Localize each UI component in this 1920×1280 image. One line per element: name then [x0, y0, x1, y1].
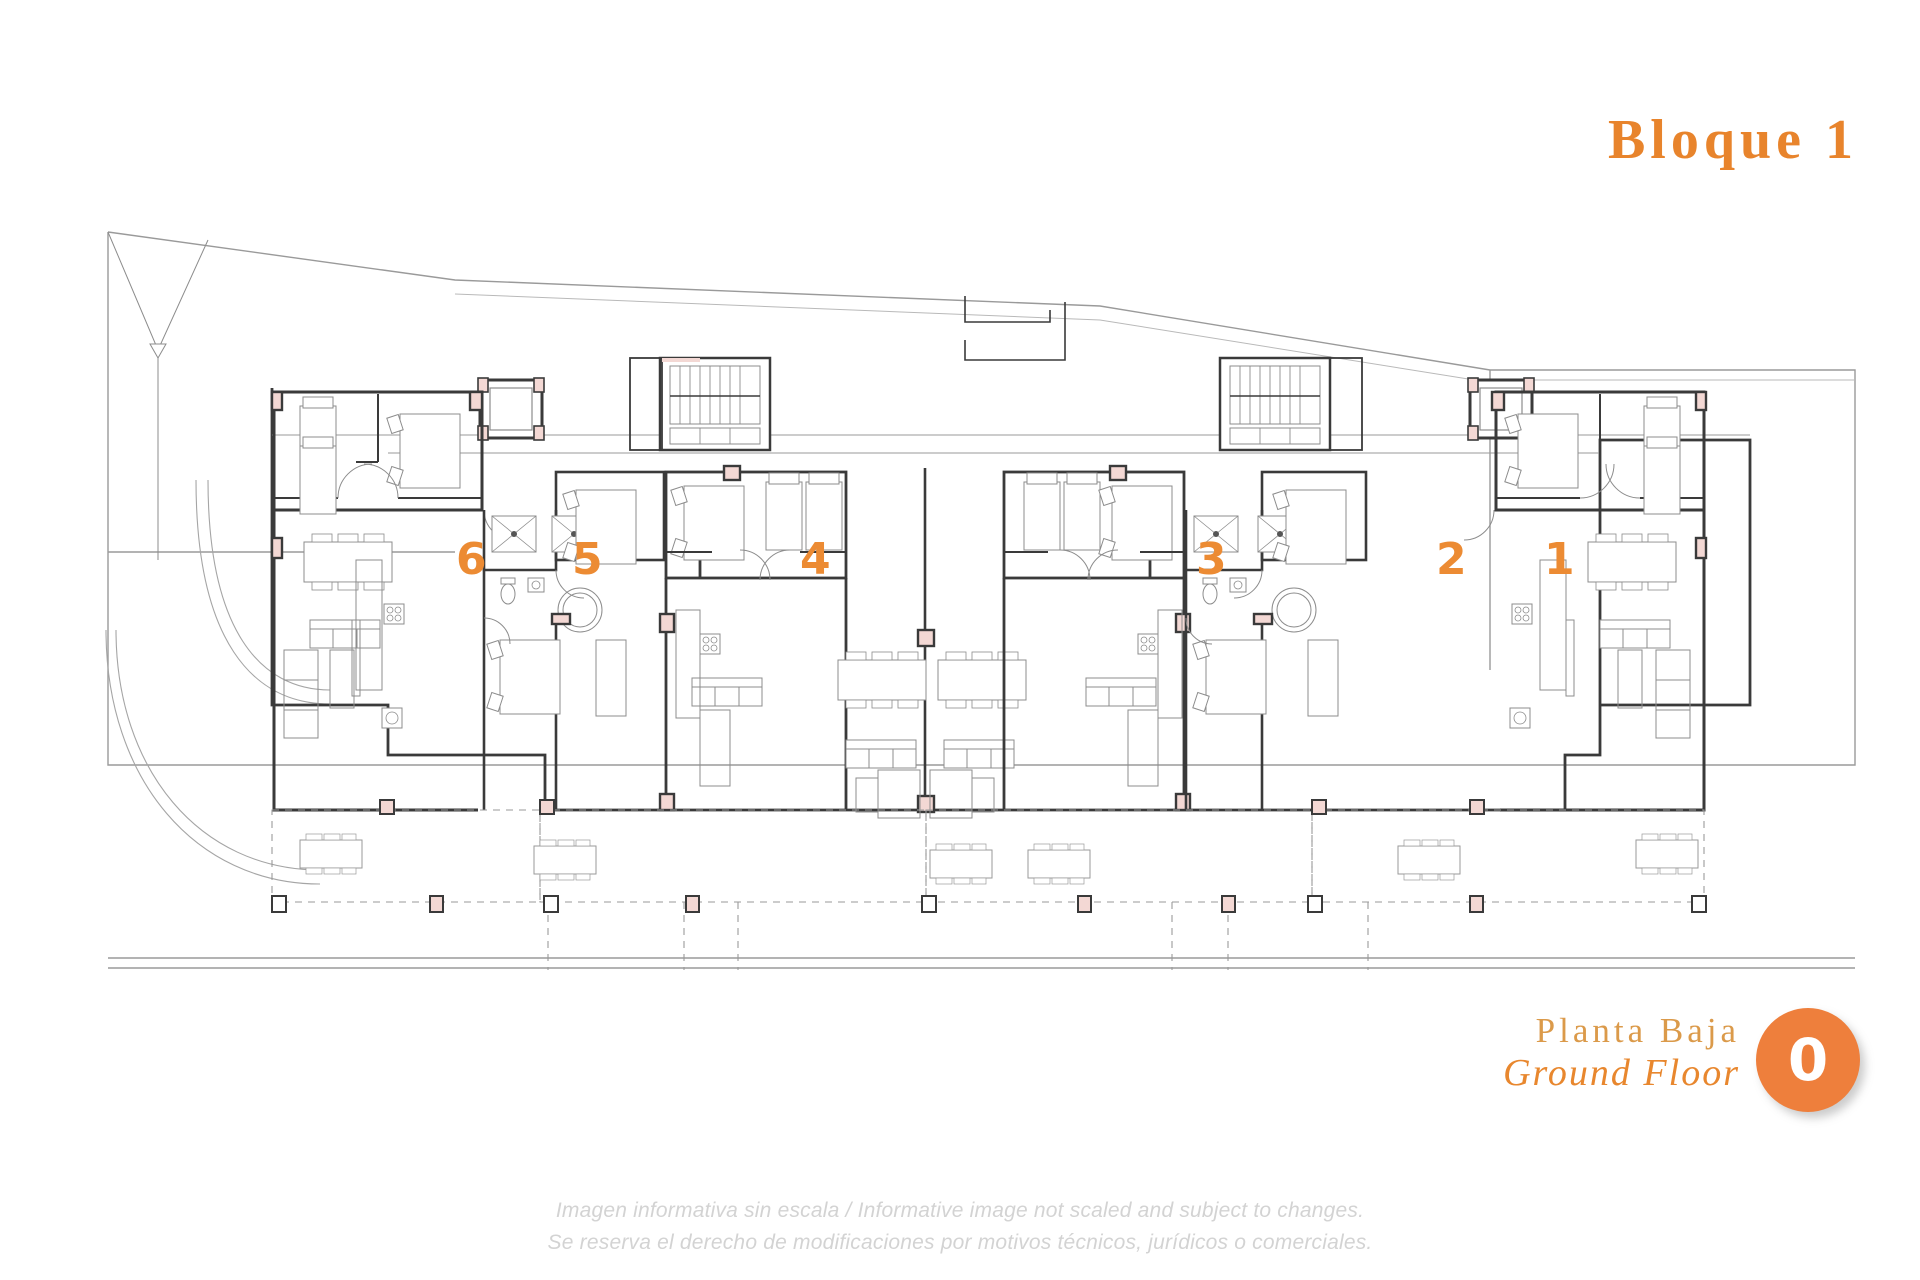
outdoor-table [533, 839, 597, 881]
round-table [1271, 587, 1317, 633]
kitchen-hob [383, 603, 405, 625]
floorplan-svg [105, 231, 1856, 970]
wardrobe [1307, 639, 1339, 717]
wardrobe [1655, 649, 1691, 739]
terrace-columns [271, 895, 1707, 913]
unit-label-5[interactable]: 5 [572, 534, 603, 585]
outdoor-table [929, 843, 993, 885]
bed-double [1098, 485, 1173, 561]
armchair [1617, 649, 1643, 709]
disclaimer: Imagen informativa sin escala / Informat… [0, 1195, 1920, 1258]
wardrobe [699, 709, 731, 787]
bed-single [1023, 472, 1061, 551]
door-swings [483, 569, 585, 645]
sink [527, 577, 545, 593]
bed-double [386, 413, 461, 489]
unit-label-1[interactable]: 1 [1544, 534, 1575, 585]
kitchen-counter [351, 559, 383, 697]
sofa [309, 619, 381, 649]
wc [500, 577, 516, 605]
living-rug [855, 769, 995, 819]
stair-lobby-left [629, 357, 700, 451]
door-swings [1185, 569, 1263, 645]
page-title: Bloque 1 [1607, 109, 1858, 171]
wardrobe [283, 649, 319, 739]
window-openings [550, 612, 572, 626]
site-boundary-offset [454, 293, 1855, 383]
bed-double [486, 639, 561, 715]
bed-single [765, 472, 803, 551]
floorplan-drawing: 6 5 4 3 2 1 [0, 210, 1920, 1000]
unit-label-2[interactable]: 2 [1436, 534, 1467, 585]
stairwell-right [1218, 356, 1332, 452]
bed-double [1504, 413, 1579, 489]
unit-label-4[interactable]: 4 [800, 534, 831, 585]
bed-single [1643, 436, 1681, 515]
window-openings [1490, 390, 1708, 560]
outdoor-table [1397, 839, 1461, 881]
disclaimer-line-1: Imagen informativa sin escala / Informat… [555, 1199, 1365, 1222]
dining-table [303, 533, 393, 591]
terrace-zones [271, 809, 1705, 970]
floor-caption: Planta Baja Ground Floor [1310, 1010, 1740, 1096]
outdoor-table [1027, 843, 1091, 885]
sofa [845, 739, 917, 769]
sofa [1085, 677, 1157, 707]
sofa [691, 677, 763, 707]
unit-5 [482, 470, 666, 810]
kitchen-counter [1157, 609, 1183, 719]
bath-tub [491, 515, 537, 553]
floor-number-badge: 0 [1756, 1008, 1860, 1112]
stair-lobby-right [1329, 357, 1363, 451]
unit-2 [1184, 470, 1368, 810]
unit-label-3[interactable]: 3 [1196, 534, 1227, 585]
window-openings [658, 464, 742, 812]
sofa [1599, 619, 1671, 649]
unit-label-6[interactable]: 6 [456, 534, 487, 585]
lift-shaft-left [476, 376, 546, 442]
roof-notch [964, 296, 1066, 361]
floor-caption-en: Ground Floor [1503, 1052, 1740, 1095]
unit-4 [658, 464, 848, 812]
kitchen-hob [1137, 633, 1159, 655]
site-bottom-edge [108, 957, 1855, 969]
dining-table [1587, 533, 1677, 591]
north-marker [107, 231, 209, 560]
structural-columns [379, 799, 1485, 815]
round-table [557, 587, 603, 633]
bed-double [1192, 639, 1267, 715]
bed-double [670, 485, 745, 561]
unit-1 [1463, 390, 1708, 812]
bed-single [299, 436, 337, 515]
unit-6 [270, 390, 515, 812]
unit-3 [1002, 464, 1192, 812]
washing-machine [1509, 707, 1531, 729]
window-openings [1252, 612, 1274, 626]
door-swings [1463, 463, 1641, 541]
outdoor-table [299, 833, 363, 875]
dining-table [837, 651, 927, 709]
door-swings [1059, 549, 1119, 581]
outdoor-table [1635, 833, 1699, 875]
stairwell-left [658, 356, 772, 452]
wardrobe [595, 639, 627, 717]
wardrobe [1127, 709, 1159, 787]
dining-table [937, 651, 1027, 709]
armchair [329, 649, 355, 709]
kitchen-hob [1511, 603, 1533, 625]
washing-machine [381, 707, 403, 729]
floor-caption-es: Planta Baja [1535, 1011, 1740, 1050]
floor-number-value: 0 [1787, 1026, 1829, 1094]
kitchen-hob [699, 633, 721, 655]
bed-single [1063, 472, 1101, 551]
kitchen-counter [1539, 559, 1575, 697]
disclaimer-line-2: Se reserva el derecho de modificaciones … [547, 1230, 1373, 1254]
door-swings [739, 549, 791, 581]
sink [1229, 577, 1247, 593]
driveway-curve [105, 479, 331, 885]
kitchen-counter [675, 609, 701, 719]
